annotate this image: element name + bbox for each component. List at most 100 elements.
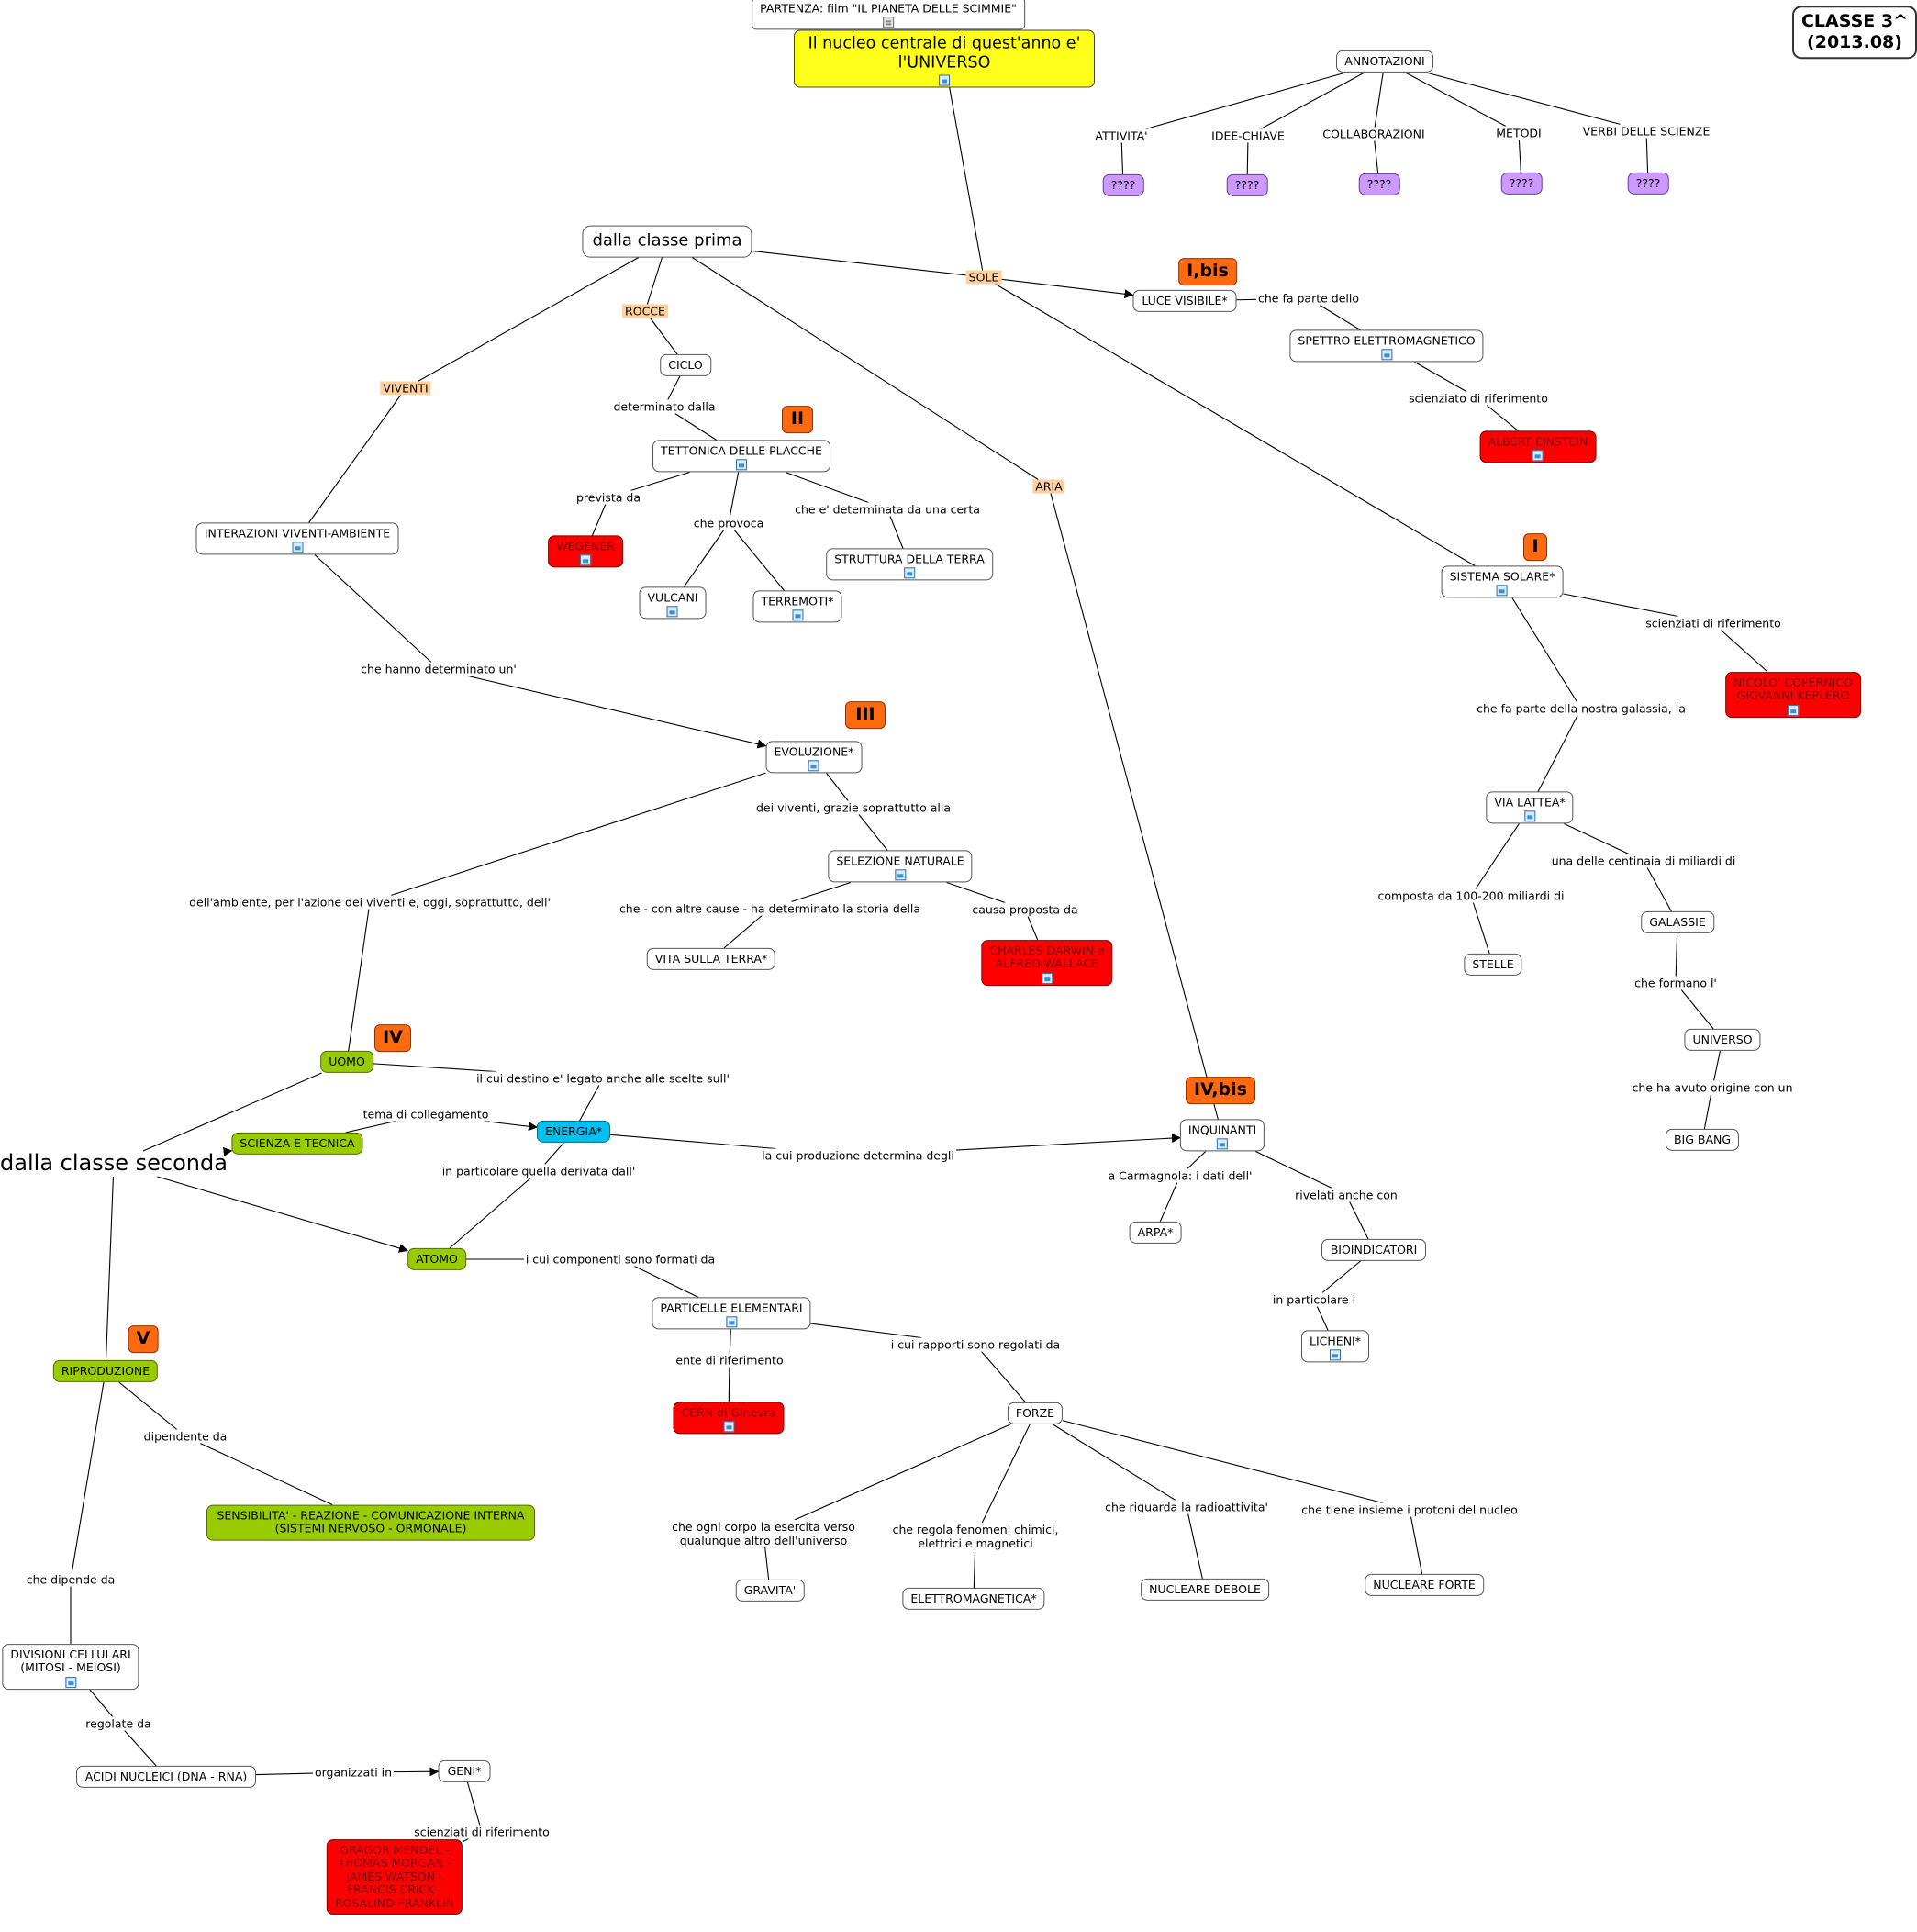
node-badge-i[interactable]: I bbox=[1523, 533, 1547, 561]
image-icon[interactable] bbox=[1532, 450, 1544, 462]
node-badge-iii[interactable]: III bbox=[845, 701, 886, 729]
image-icon[interactable] bbox=[735, 459, 747, 471]
node-q3[interactable]: ???? bbox=[1358, 173, 1400, 196]
image-icon[interactable] bbox=[1524, 810, 1535, 822]
node-divisioni[interactable]: DIVISIONI CELLULARI(MITOSI - MEIOSI) bbox=[2, 1644, 139, 1690]
node-particelle[interactable]: PARTICELLE ELEMENTARI bbox=[652, 1297, 811, 1330]
node-partenza[interactable]: PARTENZA: film "IL PIANETA DELLE SCIMMIE… bbox=[752, 0, 1025, 30]
node-ciclo[interactable]: CICLO bbox=[660, 353, 711, 377]
image-icon[interactable] bbox=[904, 567, 915, 579]
node-bigbang[interactable]: BIG BANG bbox=[1665, 1128, 1740, 1152]
image-icon[interactable] bbox=[725, 1316, 737, 1328]
node-einstein[interactable]: ALBERT EINSTEIN bbox=[1479, 430, 1597, 463]
image-icon[interactable] bbox=[1380, 349, 1392, 361]
link-label-sole: SOLE bbox=[965, 270, 1002, 285]
image-icon[interactable] bbox=[1216, 1138, 1228, 1150]
node-viallattea[interactable]: VIA LATTEA* bbox=[1486, 791, 1574, 824]
node-terremoti[interactable]: TERREMOTI* bbox=[752, 590, 842, 623]
node-evoluzione[interactable]: EVOLUZIONE* bbox=[765, 741, 863, 774]
node-energia[interactable]: ENERGIA* bbox=[536, 1120, 611, 1144]
node-vulcani[interactable]: VULCANI bbox=[639, 586, 707, 620]
image-icon[interactable] bbox=[808, 760, 819, 772]
node-galassie[interactable]: GALASSIE bbox=[1641, 910, 1714, 934]
node-bioindicatori[interactable]: BIOINDICATORI bbox=[1321, 1238, 1426, 1262]
node-struttura[interactable]: STRUTTURA DELLA TERRA bbox=[826, 548, 993, 581]
node-atomo[interactable]: ATOMO bbox=[407, 1247, 466, 1271]
node-badge-ibis[interactable]: I,bis bbox=[1178, 258, 1237, 285]
node-universo[interactable]: UNIVERSO bbox=[1684, 1028, 1761, 1052]
image-icon[interactable] bbox=[65, 1676, 76, 1688]
node-badge-ii[interactable]: II bbox=[782, 406, 813, 433]
node-vita[interactable]: VITA SULLA TERRA* bbox=[646, 947, 776, 971]
connector-line bbox=[1472, 902, 1490, 955]
node-badge-v[interactable]: V bbox=[128, 1325, 159, 1353]
node-mendel[interactable]: GRAGOR MENDEL -THOMAS MORGAN -JAMES WATS… bbox=[326, 1839, 463, 1915]
node-seconda[interactable]: dalla classe seconda bbox=[0, 1150, 228, 1177]
node-classe[interactable]: CLASSE 3^(2013.08) bbox=[1791, 6, 1917, 59]
image-icon[interactable] bbox=[1497, 585, 1508, 597]
image-icon[interactable] bbox=[292, 542, 303, 553]
node-sensibilita[interactable]: SENSIBILITA' - REAZIONE - COMUNICAZIONE … bbox=[206, 1504, 535, 1541]
link-label-chee: che e' determinata da una certa bbox=[793, 502, 982, 517]
node-inquinanti[interactable]: INQUINANTI bbox=[1179, 1119, 1265, 1152]
image-icon[interactable] bbox=[894, 869, 906, 881]
node-badge-ivbis[interactable]: IV,bis bbox=[1186, 1077, 1255, 1104]
node-label: INQUINANTI bbox=[1187, 1122, 1257, 1137]
node-q2[interactable]: ???? bbox=[1226, 173, 1268, 197]
connector-line bbox=[579, 1085, 600, 1122]
node-label: dalla classe prima bbox=[592, 230, 742, 251]
image-icon[interactable] bbox=[666, 606, 678, 618]
node-badge-iv[interactable]: IV bbox=[374, 1024, 411, 1052]
node-forze[interactable]: FORZE bbox=[1007, 1402, 1064, 1425]
node-geni[interactable]: GENI* bbox=[438, 1759, 491, 1783]
connector-line bbox=[1486, 405, 1519, 431]
node-q5[interactable]: ???? bbox=[1627, 172, 1669, 195]
image-icon[interactable] bbox=[1787, 704, 1799, 716]
connector-line bbox=[790, 881, 852, 903]
node-scienza[interactable]: SCIENZA E TECNICA bbox=[231, 1132, 363, 1156]
node-tettonica[interactable]: TETTONICA DELLE PLACCHE bbox=[652, 440, 830, 473]
node-luce[interactable]: LUCE VISIBILE* bbox=[1132, 289, 1237, 313]
connector-line bbox=[89, 1689, 114, 1717]
node-uomo[interactable]: UOMO bbox=[320, 1050, 373, 1074]
node-label: ACIDI NUCLEICI (DNA - RNA) bbox=[84, 1769, 248, 1783]
connector-line bbox=[1405, 72, 1507, 127]
node-interazioni[interactable]: INTERAZIONI VIVENTI-AMBIENTE bbox=[195, 522, 399, 555]
node-prima[interactable]: dalla classe prima bbox=[582, 225, 752, 258]
node-sistema[interactable]: SISTEMA SOLARE* bbox=[1441, 565, 1564, 598]
connector-line bbox=[308, 395, 402, 523]
node-label: I bbox=[1532, 536, 1539, 557]
document-icon[interactable] bbox=[883, 17, 894, 28]
image-icon[interactable] bbox=[580, 554, 591, 566]
node-gravita[interactable]: GRAVITA' bbox=[735, 1579, 805, 1603]
node-nucleo[interactable]: Il nucleo centrale di quest'anno e'l'UNI… bbox=[794, 29, 1095, 88]
node-annotazioni[interactable]: ANNOTAZIONI bbox=[1336, 50, 1433, 73]
node-debole[interactable]: NUCLEARE DEBOLE bbox=[1141, 1578, 1269, 1602]
link-label-verbi: VERBI DELLE SCIENZE bbox=[1580, 124, 1712, 139]
node-arpa[interactable]: ARPA* bbox=[1129, 1221, 1182, 1245]
node-q4[interactable]: ???? bbox=[1500, 172, 1543, 195]
image-icon[interactable] bbox=[792, 609, 803, 621]
node-wegener[interactable]: WEGENER bbox=[548, 535, 623, 568]
node-q1[interactable]: ???? bbox=[1102, 173, 1144, 197]
node-licheni[interactable]: LICHENI* bbox=[1301, 1330, 1369, 1363]
node-stelle[interactable]: STELLE bbox=[1464, 953, 1522, 977]
image-icon[interactable] bbox=[939, 74, 950, 86]
node-forte[interactable]: NUCLEARE FORTE bbox=[1365, 1573, 1484, 1597]
node-selezione[interactable]: SELEZIONE NATURALE bbox=[828, 850, 973, 883]
node-cern[interactable]: CERN di Ginevra bbox=[673, 1402, 785, 1435]
link-label-attivita: ATTIVITA' bbox=[1093, 128, 1150, 143]
node-spettro[interactable]: SPETTRO ELETTROMAGNETICO bbox=[1289, 329, 1484, 363]
image-icon[interactable] bbox=[723, 1421, 734, 1433]
image-icon[interactable] bbox=[1042, 972, 1053, 984]
connector-line bbox=[142, 1072, 322, 1152]
node-elettro[interactable]: ELETTROMAGNETICA* bbox=[902, 1587, 1045, 1611]
image-icon[interactable] bbox=[1330, 1349, 1341, 1361]
connector-line bbox=[733, 530, 786, 591]
connector-line bbox=[674, 413, 718, 441]
node-label: ANNOTAZIONI bbox=[1344, 53, 1425, 68]
node-riproduzione[interactable]: RIPRODUZIONE bbox=[52, 1359, 159, 1383]
node-acidi[interactable]: ACIDI NUCLEICI (DNA - RNA) bbox=[76, 1765, 256, 1789]
